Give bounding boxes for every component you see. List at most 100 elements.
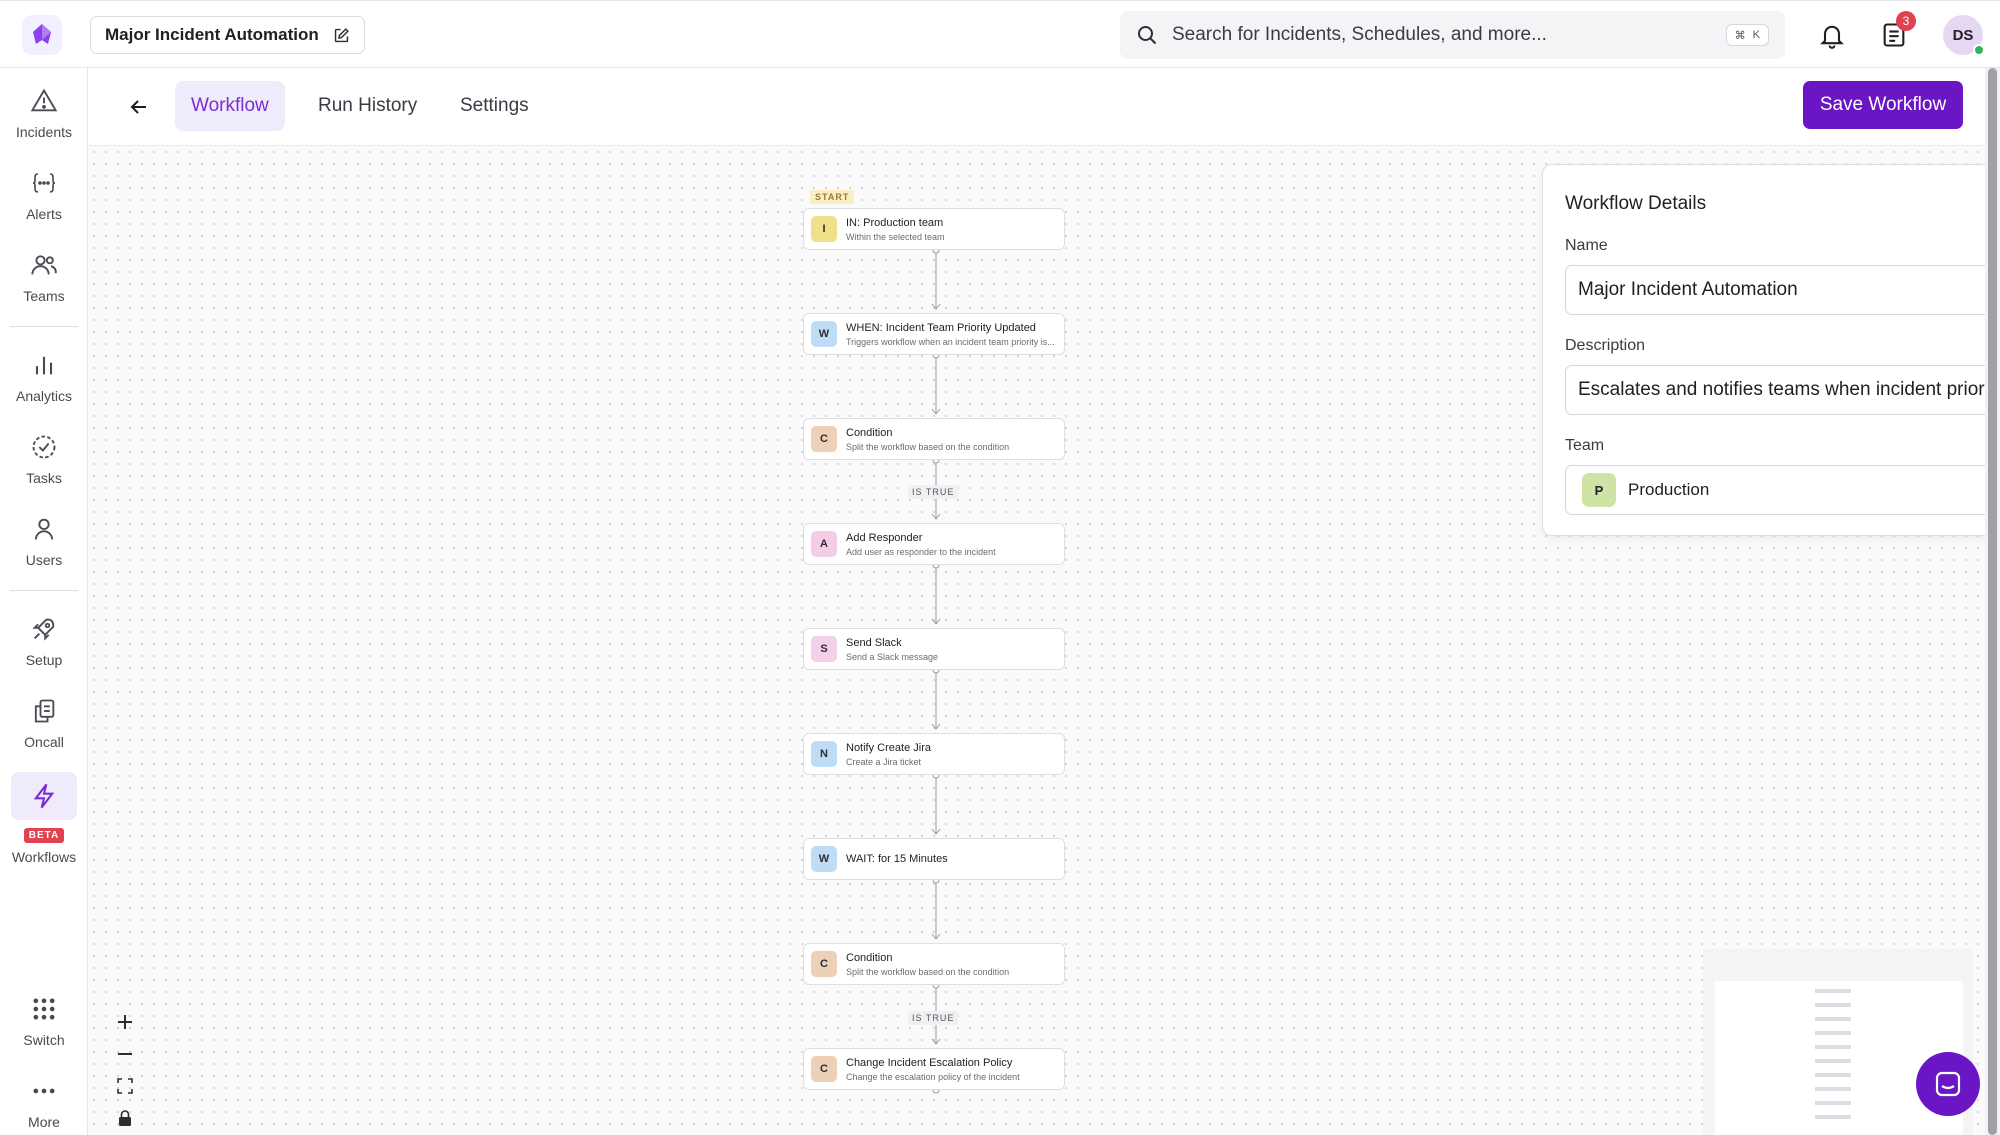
node-subtitle: Triggers workflow when an incident team …	[846, 336, 1055, 347]
tasks-icon	[32, 435, 56, 459]
save-workflow-button[interactable]: Save Workflow	[1803, 81, 1963, 129]
user-icon	[34, 518, 54, 540]
sidebar-item-more[interactable]: More	[0, 1076, 88, 1130]
vertical-scrollbar[interactable]	[1985, 68, 2000, 1135]
sidebar-item-label: Analytics	[15, 388, 73, 404]
search-shortcut: ⌘ K	[1725, 24, 1769, 46]
sidebar-item-label: Incidents	[15, 124, 73, 140]
node-subtitle: Within the selected team	[846, 231, 945, 242]
node-subtitle: Create a Jira ticket	[846, 756, 922, 767]
node-title: IN: Production team	[846, 216, 944, 229]
user-avatar[interactable]: DS	[1943, 15, 1985, 56]
minimap-node	[1815, 1045, 1851, 1049]
chat-button[interactable]	[1916, 1052, 1980, 1116]
node-subtitle: Add user as responder to the incident	[846, 546, 996, 557]
fit-view-icon	[117, 1078, 133, 1094]
sidebar-divider	[10, 326, 78, 327]
node-title: Add Responder	[846, 531, 923, 544]
sidebar-item-label: Switch	[23, 1032, 65, 1048]
minimap-node	[1815, 1003, 1851, 1007]
sidebar-item-label: Users	[25, 552, 63, 568]
description-input[interactable]	[1565, 365, 1985, 415]
edit-icon[interactable]	[333, 27, 350, 44]
tab-run-history[interactable]: Run History	[318, 95, 418, 116]
sidebar-item-tasks[interactable]: Tasks	[0, 432, 88, 486]
search-bar[interactable]: Search for Incidents, Schedules, and mor…	[1120, 11, 1785, 59]
lock-button[interactable]	[110, 1102, 140, 1134]
sidebar-item-label: Oncall	[24, 734, 64, 750]
team-avatar: P	[1582, 473, 1616, 507]
tab-settings[interactable]: Settings	[460, 95, 529, 116]
sidebar-item-label: Alerts	[26, 206, 62, 222]
workflow-title: Major Incident Automation	[105, 25, 319, 44]
minus-icon	[118, 1053, 132, 1055]
chat-icon	[1935, 1071, 1961, 1097]
sidebar-item-incidents[interactable]: Incidents	[0, 86, 88, 140]
bell-icon	[1820, 25, 1844, 49]
search-icon	[1138, 26, 1157, 45]
search-placeholder: Search for Incidents, Schedules, and mor…	[1172, 24, 1547, 45]
minimap-node	[1815, 1101, 1851, 1105]
zoom-out-button[interactable]	[110, 1038, 140, 1070]
activity-button[interactable]: 3	[1878, 11, 1916, 51]
node-title: Change Incident Escalation Policy	[846, 1056, 1013, 1069]
sidebar-item-label: Setup	[25, 652, 63, 668]
sidebar-item-analytics[interactable]: Analytics	[0, 350, 88, 404]
minimap-node	[1815, 1031, 1851, 1035]
node-letter: N	[811, 741, 837, 767]
sidebar-item-teams[interactable]: Teams	[0, 250, 88, 304]
node-letter: I	[811, 216, 837, 242]
notification-count-badge: 3	[1896, 11, 1916, 31]
lock-icon	[119, 1110, 131, 1126]
node-subtitle: Split the workflow based on the conditio…	[846, 966, 1010, 977]
teams-icon	[31, 255, 57, 275]
lightning-icon	[33, 783, 55, 809]
notifications-button[interactable]	[1816, 19, 1848, 51]
fit-view-button[interactable]	[110, 1070, 140, 1102]
oncall-icon	[34, 699, 55, 723]
sidebar-item-switch[interactable]: Switch	[0, 994, 88, 1048]
user-initials: DS	[1952, 26, 1974, 44]
zoom-in-button[interactable]	[110, 1006, 140, 1038]
team-select[interactable]: P Production	[1565, 465, 1985, 515]
sidebar-item-setup[interactable]: Setup	[0, 614, 88, 668]
logo-icon	[33, 24, 51, 44]
scrollbar-thumb[interactable]	[1988, 68, 1997, 1135]
sidebar-item-workflows[interactable]: BETA Workflows	[0, 772, 88, 865]
node-subtitle: Send a Slack message	[846, 651, 939, 662]
node-title: WHEN: Incident Team Priority Updated	[846, 321, 1036, 334]
node-letter: W	[811, 321, 837, 347]
command-key: ⌘	[1734, 29, 1746, 42]
name-input[interactable]	[1565, 265, 1985, 315]
node-letter: C	[811, 426, 837, 452]
node-letter: A	[811, 531, 837, 557]
back-button[interactable]	[124, 92, 154, 122]
start-tag: START	[810, 190, 855, 204]
minimap-node	[1815, 1087, 1851, 1091]
team-name: Production	[1628, 480, 1710, 499]
node-letter: C	[811, 951, 837, 977]
more-dots-icon	[33, 1088, 55, 1094]
node-subtitle: Change the escalation policy of the inci…	[846, 1071, 1020, 1082]
sidebar-item-label: Teams	[23, 288, 65, 304]
shortcut-key: K	[1752, 29, 1760, 41]
workflow-title-box[interactable]: Major Incident Automation	[90, 16, 365, 54]
sidebar-item-alerts[interactable]: Alerts	[0, 168, 88, 222]
node-letter: W	[811, 846, 837, 872]
condition-branch-label: IS TRUE	[908, 485, 959, 499]
tab-workflow[interactable]: Workflow	[175, 81, 285, 131]
sidebar-item-users[interactable]: Users	[0, 514, 88, 568]
app-logo[interactable]	[22, 15, 62, 55]
node-title: Condition	[846, 426, 893, 439]
workflow-node[interactable]: W WAIT: for 15 Minutes	[803, 838, 1065, 880]
sidebar-item-oncall[interactable]: Oncall	[0, 696, 88, 750]
